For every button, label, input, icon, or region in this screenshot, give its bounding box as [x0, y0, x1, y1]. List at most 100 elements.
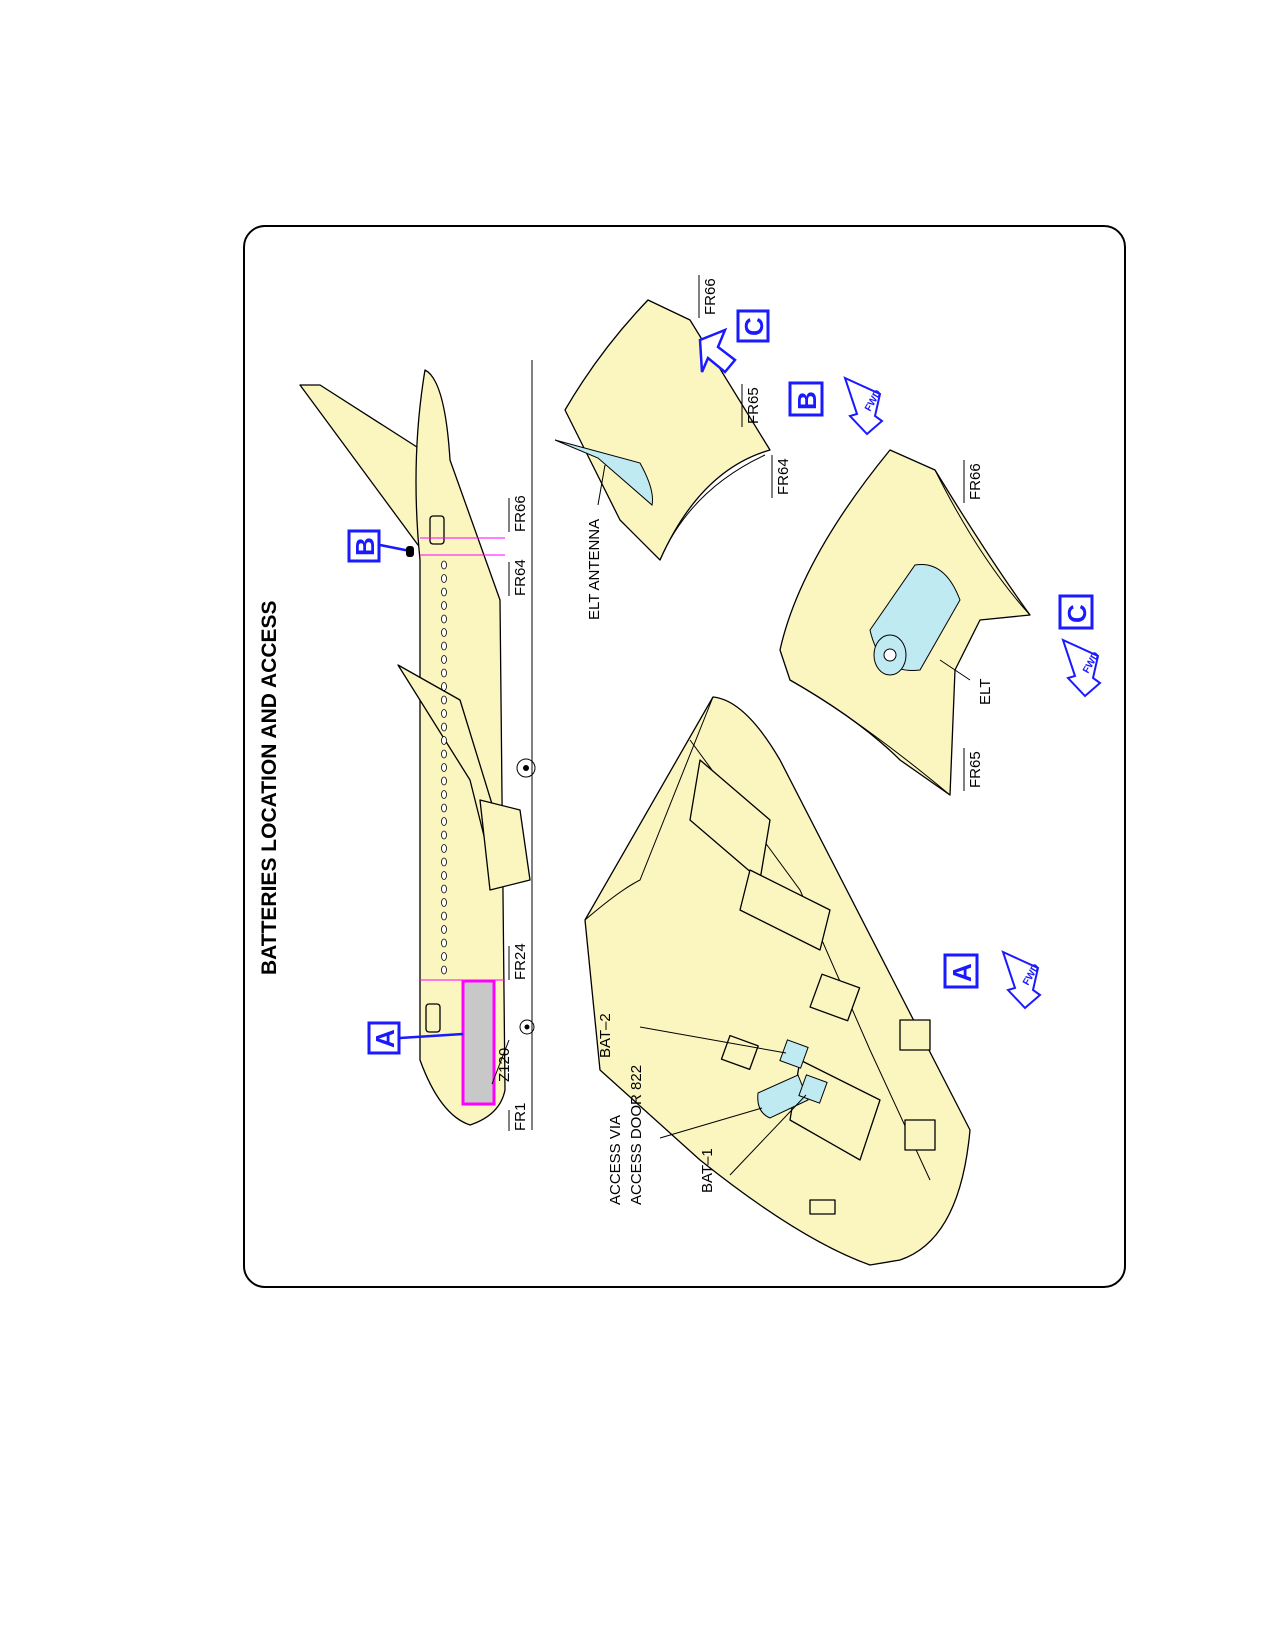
callout-a-detail: A: [943, 953, 979, 989]
callout-a-detail-box: [943, 953, 979, 989]
cabin-window: [441, 668, 447, 678]
callout-b-leader: [379, 543, 411, 553]
label-fr64-b: FR64: [775, 458, 792, 495]
cabin-window: [441, 952, 447, 961]
label-fr24-side: FR24: [512, 943, 529, 980]
detail-b-elt-antenna: [554, 299, 771, 561]
cabin-window: [441, 722, 447, 732]
side-view-frame-labels: FR66 FR64 FR24 Z120 FR1: [491, 495, 529, 1131]
view-arrow-c: C: [698, 309, 770, 374]
panel-frame-curve: [659, 454, 766, 561]
callout-b-side: B: [347, 529, 414, 563]
detail-a-avionics-compartment: [584, 696, 971, 1266]
cabin-window: [441, 776, 447, 786]
cabin-window: [441, 925, 447, 934]
label-access-door-822: ACCESS DOOR 822: [628, 1065, 645, 1205]
callout-a-box: [367, 1021, 401, 1055]
equipment-box-3: [899, 1019, 931, 1051]
callout-c-small-box: [736, 309, 770, 343]
callout-b-detail-box: [788, 381, 824, 417]
bat1-leader: [729, 1094, 807, 1176]
label-elt: ELT: [977, 679, 994, 705]
bat2-leader: [639, 1026, 787, 1054]
label-bat2: BAT–2: [597, 1013, 614, 1058]
detail-c-elt: [779, 449, 1031, 796]
label-fr64-side: FR64: [512, 559, 529, 596]
engine: [479, 799, 531, 891]
nose-gear-hub: [524, 1024, 530, 1030]
access-door-leader: [659, 1107, 763, 1139]
label-fr66-c: FR66: [967, 463, 984, 500]
aft-door: [429, 515, 445, 545]
label-fr1-side: FR1: [512, 1103, 529, 1131]
cabin-window: [441, 628, 447, 637]
callout-b-letter: B: [350, 537, 380, 556]
cabin-window: [441, 587, 447, 597]
equipment-box-2: [720, 1034, 759, 1070]
elt-antenna-shape: [554, 439, 653, 506]
avionics-bay-outline: [584, 696, 971, 1266]
cabin-window: [441, 574, 447, 583]
battery-bat2: [779, 1039, 809, 1069]
elt-connector: [883, 648, 897, 662]
cabin-window: [441, 641, 447, 651]
cabin-window: [441, 803, 447, 813]
cabin-window: [441, 655, 447, 664]
callout-c-detail: C: [1058, 594, 1094, 630]
diagram-frame: [243, 225, 1126, 1288]
callout-a-detail-letter: A: [947, 963, 977, 982]
cabin-window: [441, 938, 447, 948]
z120-leader: [491, 1039, 510, 1085]
equipment-rack-2: [739, 869, 831, 951]
cabin-window: [441, 965, 447, 975]
cabin-window: [441, 830, 447, 840]
callout-b-detail-letter: B: [792, 391, 822, 410]
cabin-window: [441, 857, 447, 867]
equipment-box-5: [809, 1199, 836, 1215]
label-z120: Z120: [496, 1048, 513, 1082]
callout-b-detail: B: [788, 381, 824, 417]
cabin-window: [441, 911, 447, 921]
label-fr65-b: FR65: [745, 387, 762, 424]
cabin-windows: [441, 560, 447, 975]
cabin-window: [441, 736, 447, 745]
fr65-frame-curve: [789, 679, 951, 796]
access-door-822: [757, 1074, 809, 1119]
cabin-window: [441, 614, 447, 624]
main-gear-hub: [523, 765, 529, 771]
cabin-window: [441, 763, 447, 772]
view-arrow-c-shape: [698, 327, 737, 374]
cabin-window: [441, 871, 447, 880]
cabin-window: [441, 709, 447, 718]
callout-a-side: A: [367, 1021, 464, 1055]
fwd-arrow-a-shape: [1001, 950, 1042, 1010]
cabin-window: [441, 695, 447, 705]
callout-c-detail-letter: C: [1062, 604, 1092, 623]
callout-c-small-letter: C: [739, 317, 769, 336]
aircraft-side-view: [299, 360, 536, 1130]
cabin-window: [441, 560, 447, 570]
callout-a-leader: [399, 1032, 464, 1040]
cabin-window: [441, 898, 447, 907]
cabin-window: [441, 884, 447, 894]
label-fr65-c: FR65: [967, 751, 984, 788]
equipment-box-4: [904, 1119, 936, 1151]
zone-z120: [461, 979, 496, 1106]
fwd-arrow-b: FWD: [843, 376, 884, 436]
fwd-arrow-a: FWD: [1001, 950, 1042, 1010]
battery-bat1: [798, 1074, 828, 1104]
antenna-panel: [564, 299, 771, 561]
diagram-title: BATTERIES LOCATION AND ACCESS: [258, 600, 281, 975]
callout-c-detail-box: [1058, 594, 1094, 630]
cabin-window: [441, 682, 447, 691]
cabin-window: [441, 601, 447, 610]
callout-b-box: [347, 529, 381, 563]
fwd-arrow-b-shape: [843, 376, 884, 436]
label-access-via: ACCESS VIA: [607, 1115, 624, 1205]
cabin-window: [441, 790, 447, 799]
label-fr66-b: FR66: [702, 278, 719, 315]
fr66-frame-curve: [934, 469, 1031, 616]
fwd-arrow-c: FWD: [1061, 638, 1102, 698]
label-elt-antenna: ELT ANTENNA: [586, 519, 603, 620]
